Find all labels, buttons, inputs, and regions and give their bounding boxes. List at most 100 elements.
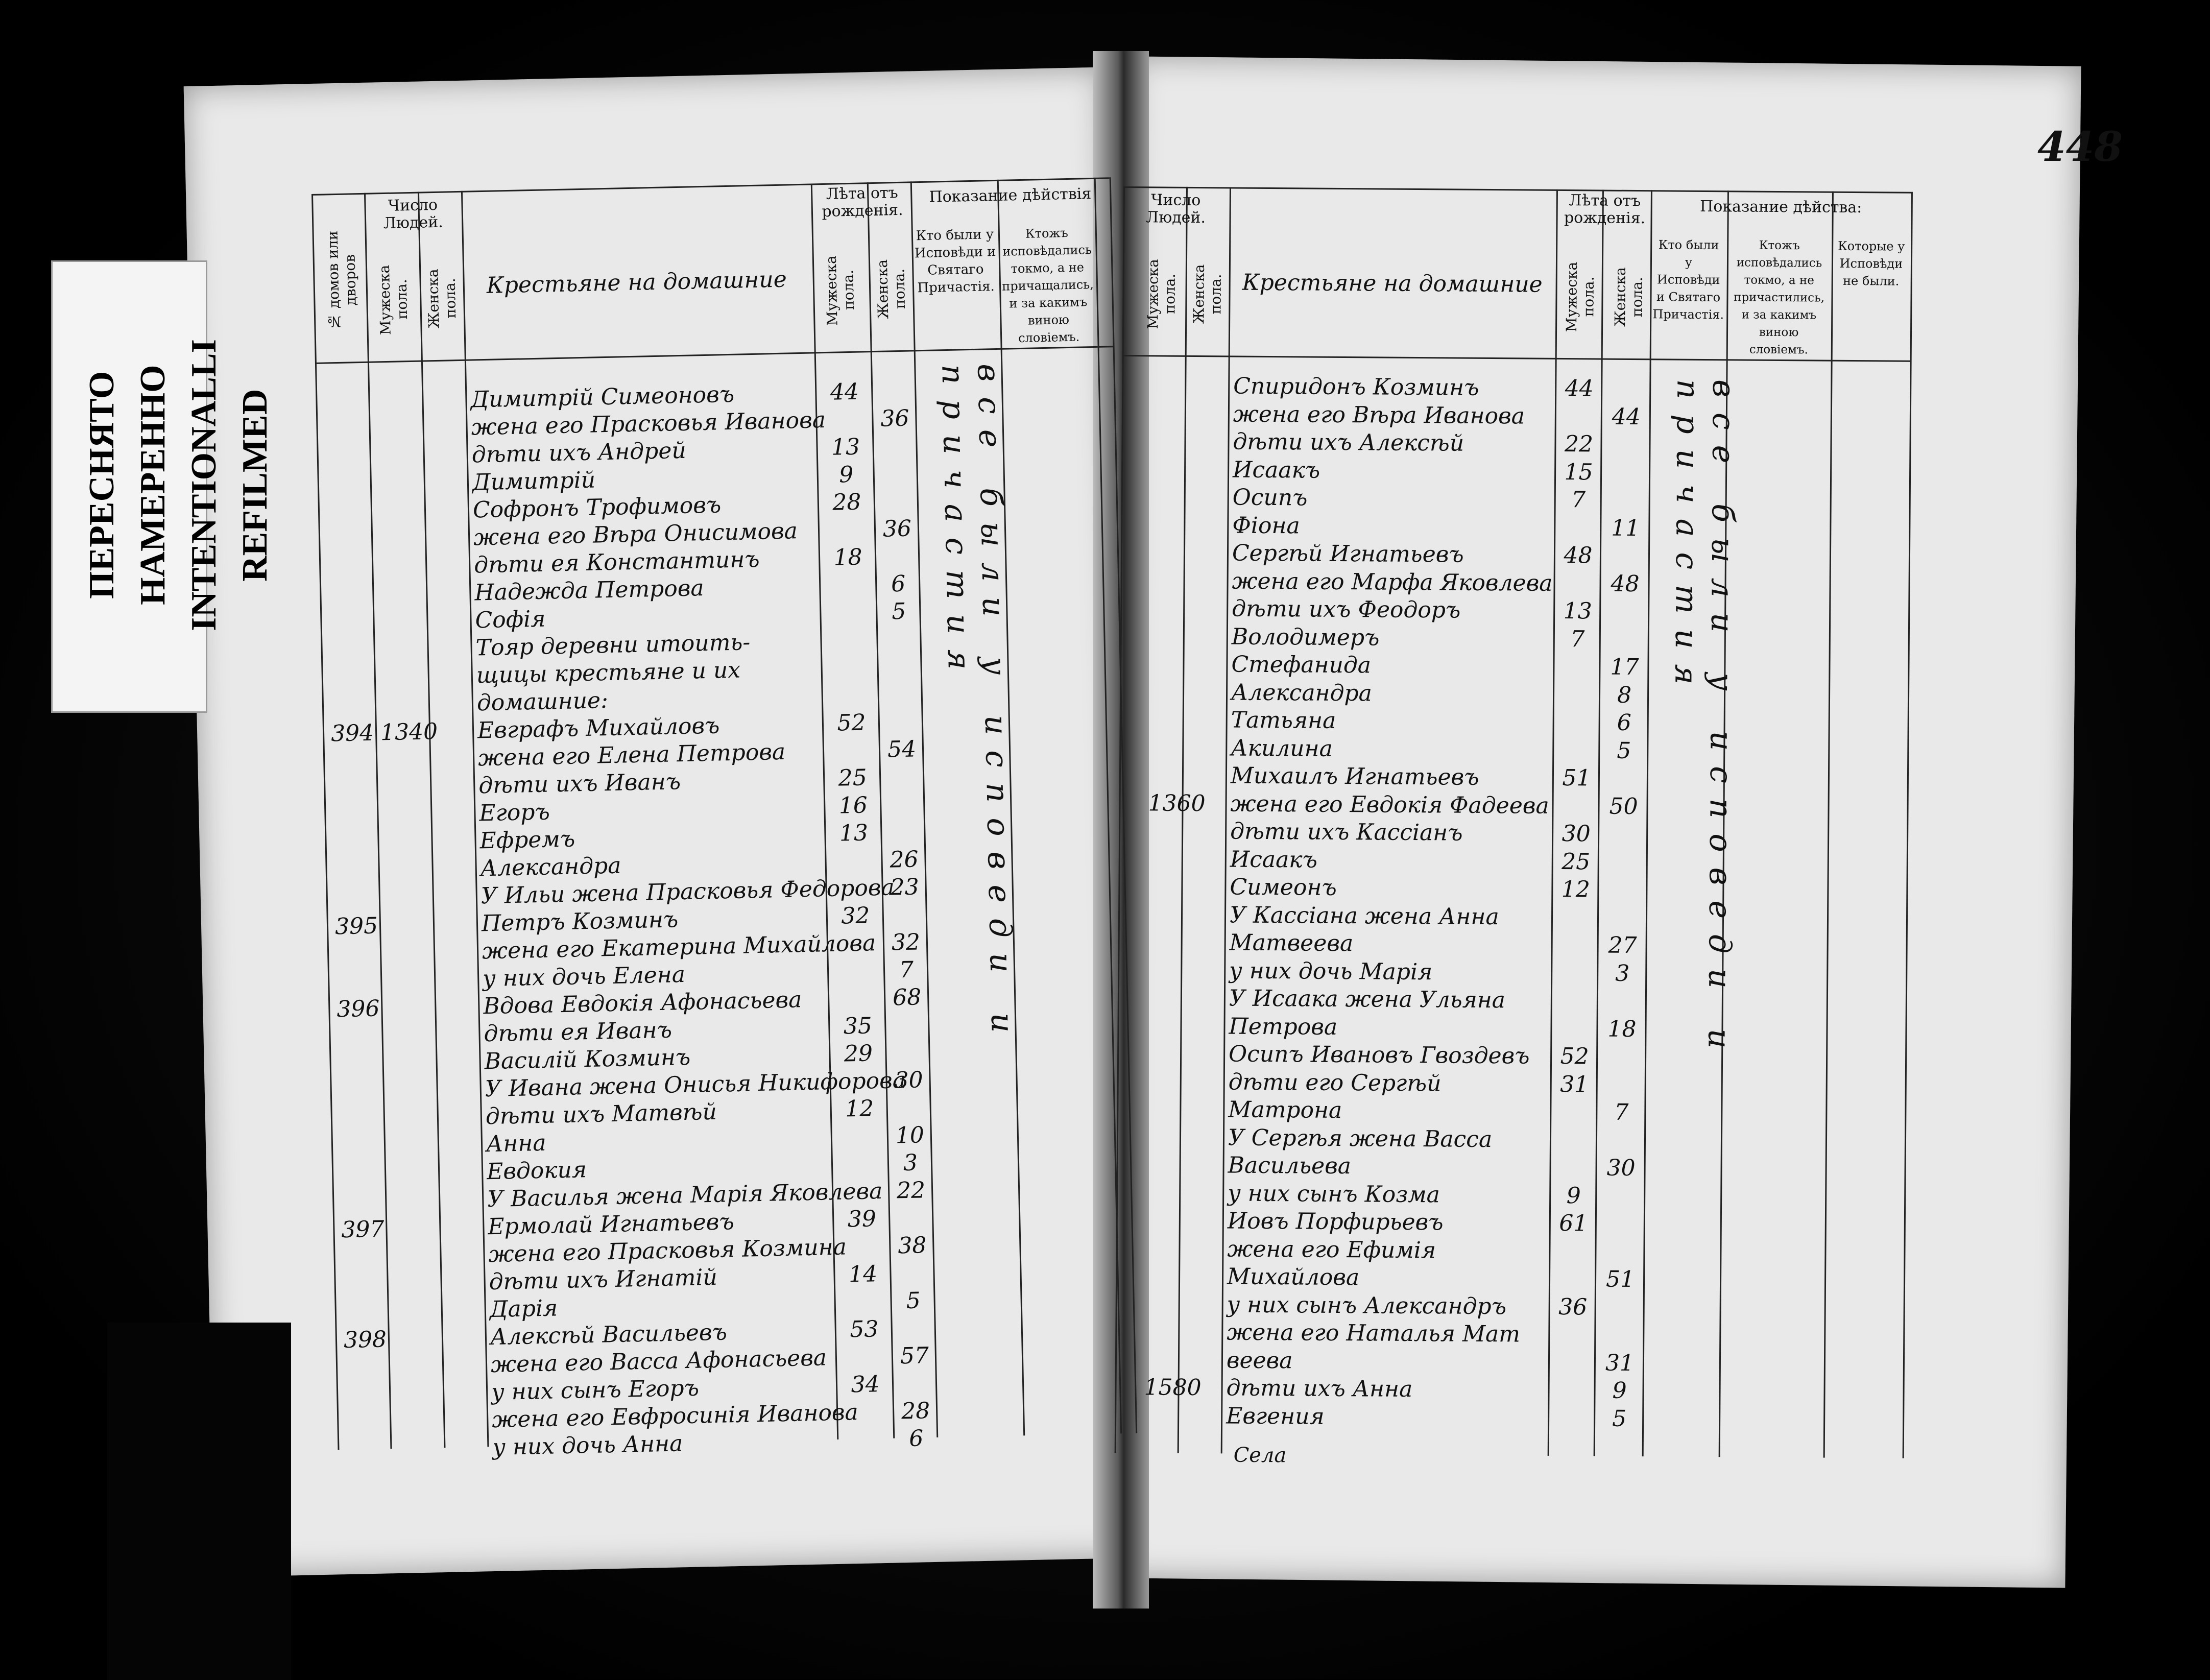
male-age: 13 bbox=[831, 434, 860, 461]
person-entry: дѣти ихъ Кассіанъ bbox=[1230, 818, 1463, 846]
male-age: 30 bbox=[1562, 821, 1591, 847]
female-age bbox=[1602, 598, 1648, 599]
female-age: 6 bbox=[1617, 709, 1631, 736]
header-kotorye: Которые у Исповѣди не были. bbox=[1838, 238, 1905, 289]
male-age: 9 bbox=[838, 461, 854, 488]
household-number bbox=[341, 1271, 387, 1272]
female-age bbox=[893, 1315, 934, 1316]
household-number: 1360 bbox=[1148, 789, 1206, 817]
female-age: 27 bbox=[1608, 932, 1637, 959]
male-age: 28 bbox=[832, 489, 861, 516]
male-age: 7 bbox=[1570, 626, 1585, 652]
female-age bbox=[887, 1039, 928, 1040]
household-number bbox=[334, 968, 380, 969]
right-confession-note: все были у исповеди и причастия bbox=[1668, 379, 1742, 1064]
person-entry: Михаилъ Игнатьевъ bbox=[1230, 762, 1479, 790]
header-dvorov: № домов или дворов bbox=[324, 230, 359, 330]
person-entry: жена его Марфа Яковлева bbox=[1232, 568, 1553, 596]
household-number bbox=[393, 1325, 441, 1326]
female-age: 30 bbox=[1606, 1155, 1636, 1182]
person-entry: Фіона bbox=[1232, 512, 1300, 539]
female-age bbox=[874, 377, 915, 378]
household-number bbox=[386, 967, 434, 968]
female-age bbox=[891, 1205, 932, 1206]
household-number bbox=[389, 1132, 438, 1133]
header-ktozh: Ктожъ исповѣдались токмо, а не причащали… bbox=[1002, 225, 1094, 346]
household-number bbox=[378, 608, 426, 609]
household-number bbox=[1126, 1402, 1218, 1403]
household-number bbox=[374, 443, 423, 444]
household-number bbox=[1133, 567, 1224, 568]
household-number: 394 bbox=[330, 719, 374, 747]
household-number bbox=[327, 610, 373, 611]
header-title: Крестьяне на домашние bbox=[486, 266, 787, 299]
person-entry: у них сынъ Александръ bbox=[1227, 1291, 1507, 1319]
header-leta-zhen: Женска пола. bbox=[1612, 267, 1646, 327]
household-number: 395 bbox=[334, 913, 378, 940]
household-number bbox=[1130, 901, 1222, 902]
male-age: 44 bbox=[830, 378, 859, 405]
person-entry: У Кассіана жена Анна bbox=[1229, 901, 1499, 930]
household-number bbox=[385, 939, 434, 940]
household-number: 398 bbox=[343, 1326, 387, 1354]
female-age: 57 bbox=[900, 1342, 929, 1370]
female-age: 36 bbox=[882, 515, 912, 542]
household-number bbox=[386, 994, 435, 995]
header-kto-byli: Кто были у Исповѣди и Святаго Причастія. bbox=[1652, 237, 1724, 322]
male-age: 34 bbox=[851, 1371, 880, 1398]
male-age bbox=[1552, 1126, 1596, 1127]
person-entry: Евгения bbox=[1226, 1402, 1325, 1430]
male-age bbox=[826, 654, 874, 655]
refilmed-label bbox=[51, 260, 207, 713]
female-age bbox=[1599, 1071, 1645, 1072]
female-age: 3 bbox=[1615, 960, 1630, 987]
male-age: 13 bbox=[1563, 598, 1592, 625]
female-age: 18 bbox=[1607, 1016, 1637, 1042]
header-pokazanie: Показание дѣйствія bbox=[929, 185, 1092, 206]
household-number bbox=[339, 1161, 385, 1162]
header-muzh: Мужеска пола. bbox=[375, 265, 411, 335]
person-entry: Петрова bbox=[1229, 1013, 1338, 1040]
male-age: 39 bbox=[847, 1206, 877, 1233]
person-entry: Исаакъ bbox=[1232, 457, 1320, 484]
household-number bbox=[324, 472, 370, 473]
male-age bbox=[828, 737, 876, 738]
male-age: 25 bbox=[838, 764, 868, 791]
household-number bbox=[391, 1215, 439, 1216]
person-entry: У Исаака жена Ульяна bbox=[1229, 985, 1506, 1014]
household-number bbox=[328, 692, 374, 693]
person-entry: дѣти его Сергѣй bbox=[1228, 1068, 1442, 1096]
household-number bbox=[330, 775, 376, 776]
female-age bbox=[883, 819, 924, 820]
female-age bbox=[1603, 431, 1649, 432]
male-age bbox=[1555, 709, 1599, 710]
female-age bbox=[879, 626, 920, 627]
male-age bbox=[825, 599, 873, 600]
male-age: 48 bbox=[1564, 542, 1593, 569]
male-age bbox=[840, 1343, 888, 1345]
household-number bbox=[1131, 873, 1222, 874]
household-number bbox=[1132, 706, 1223, 707]
household-number bbox=[328, 665, 374, 666]
female-age bbox=[877, 543, 918, 544]
household-number: 397 bbox=[341, 1216, 385, 1243]
male-age: 18 bbox=[833, 544, 863, 571]
male-age bbox=[825, 627, 874, 628]
household-number bbox=[1132, 734, 1223, 735]
male-age: 51 bbox=[1562, 765, 1591, 791]
household-number bbox=[1134, 400, 1226, 401]
male-age bbox=[839, 1288, 887, 1289]
female-age bbox=[879, 653, 920, 654]
household-number bbox=[330, 748, 376, 749]
household-number bbox=[337, 1078, 382, 1079]
male-age: 16 bbox=[838, 792, 868, 819]
male-age: 52 bbox=[1560, 1043, 1589, 1070]
household-number bbox=[391, 1242, 440, 1243]
household-number bbox=[323, 417, 369, 418]
household-number bbox=[344, 1409, 390, 1410]
male-age bbox=[835, 1123, 884, 1124]
label-line-russian: ПЕРЕСНЯТО НАМЕРЕННО bbox=[82, 365, 173, 606]
person-entry: Васильева bbox=[1228, 1152, 1352, 1180]
female-age: 7 bbox=[1614, 1099, 1629, 1125]
